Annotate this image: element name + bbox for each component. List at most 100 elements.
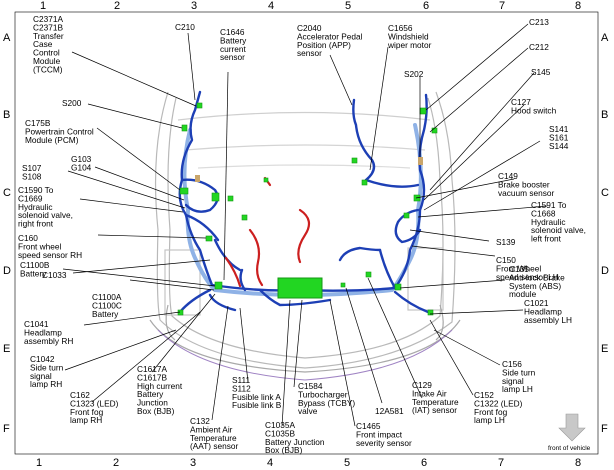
callout-line: Hood switch xyxy=(511,105,557,115)
callout-line: Turbocharger xyxy=(298,389,348,399)
callout-line: C132 xyxy=(190,416,210,426)
col-label-top: 1 xyxy=(40,0,46,12)
callout-line: 12A581 xyxy=(375,406,404,416)
callout-line: C1100B xyxy=(20,260,50,270)
callout-line: C175B xyxy=(25,118,51,128)
col-label-bottom: 2 xyxy=(113,457,119,469)
callout-line: C160 xyxy=(18,233,38,243)
callout-line: S161 xyxy=(549,132,569,142)
diagram-frame xyxy=(14,11,599,455)
callout-line: Junction xyxy=(137,398,168,408)
callout-line: signal xyxy=(30,371,52,381)
vehicle-body xyxy=(149,91,461,381)
col-label-top: 7 xyxy=(499,0,505,12)
callout-line: Front impact xyxy=(356,429,403,439)
callout-line: C1035A xyxy=(265,420,295,430)
callout-line: C127 xyxy=(511,97,531,107)
callout-line: C1100C xyxy=(92,300,122,310)
row-label-right: B xyxy=(601,109,608,121)
callout-line: Module (PCM) xyxy=(25,135,79,145)
callout-line: Fusible link B xyxy=(232,400,282,410)
callout-line: signal xyxy=(502,376,524,386)
callout-c212: C212 xyxy=(529,42,549,52)
callout-line: S145 xyxy=(531,67,551,77)
row-labels-left: A B C D E F xyxy=(3,32,11,435)
callout-line: Case xyxy=(33,39,53,49)
callout-line: C1668 xyxy=(531,208,556,218)
col-label-bottom: 6 xyxy=(421,457,427,469)
col-label-bottom: 8 xyxy=(575,457,581,469)
callout-labels: C2371AC2371BTransferCaseControlModule(TC… xyxy=(18,14,586,455)
callout-line: Hydraulic xyxy=(18,202,53,212)
callout-c210: C210 xyxy=(175,22,195,32)
callout-line: solenoid valve, xyxy=(18,210,73,220)
callout-line: C212 xyxy=(529,42,549,52)
callout-s202: S202 xyxy=(404,69,424,79)
col-label-bottom: 1 xyxy=(36,457,42,469)
callout-line: lamp LH xyxy=(502,384,533,394)
callout-line: vacuum sensor xyxy=(498,188,554,198)
callout-line: Ambient Air xyxy=(190,424,233,434)
callout-line: Transfer xyxy=(33,31,64,41)
callout-line: lamp RH xyxy=(70,415,102,425)
row-label-right: F xyxy=(601,423,608,435)
callout-line: (AAT) sensor xyxy=(190,441,238,451)
callout-line: C156 xyxy=(502,359,522,369)
callout-line: sensor xyxy=(297,48,322,58)
row-labels-right: A B C D E F xyxy=(601,32,609,435)
callout-line: Headlamp xyxy=(524,306,562,316)
callout-line: G104 xyxy=(71,162,92,172)
callout-line: Battery xyxy=(137,389,164,399)
callout-c2371: C2371AC2371BTransferCaseControlModule(TC… xyxy=(33,14,64,74)
callout-line: Front wheel xyxy=(18,241,62,251)
callout-line: (IAT) sensor xyxy=(412,405,457,415)
callout-line: C1646 xyxy=(220,27,245,37)
callout-line: S139 xyxy=(496,237,516,247)
callout-line: speed sensor LH xyxy=(496,272,559,282)
callout-line: Front fog xyxy=(70,407,104,417)
callout-line: left front xyxy=(531,234,562,244)
row-label-right: D xyxy=(601,265,609,277)
callout-line: C210 xyxy=(175,22,195,32)
col-label-bottom: 5 xyxy=(344,457,350,469)
callout-line: Fusible link A xyxy=(232,392,281,402)
callout-line: Bypass (TCBY) xyxy=(298,398,355,408)
callout-line: S144 xyxy=(549,141,569,151)
callout-line: Position (APP) xyxy=(297,40,351,50)
callout-line: C162 xyxy=(70,390,90,400)
callout-line: lamp RH xyxy=(30,379,62,389)
row-label-right: A xyxy=(601,32,609,44)
callout-line: S107 xyxy=(22,163,42,173)
callout-line: Control xyxy=(33,48,60,58)
column-labels-bottom: 1 2 3 4 5 6 7 8 xyxy=(36,457,581,469)
callout-line: Temperature xyxy=(412,397,459,407)
row-label-left: E xyxy=(3,343,10,355)
callout-line: Side turn xyxy=(502,367,536,377)
callout-line: sensor xyxy=(220,52,245,62)
callout-line: current xyxy=(220,44,247,54)
callout-line: Brake booster xyxy=(498,179,550,189)
callout-line: Front Wheel xyxy=(496,263,541,273)
callout-line: valve xyxy=(298,406,318,416)
connectors xyxy=(177,102,438,316)
callout-line: Box (BJB) xyxy=(265,445,303,455)
callout-line: C2040 xyxy=(297,23,322,33)
callout-line: C129 xyxy=(412,380,432,390)
row-label-right: E xyxy=(601,343,608,355)
col-label-bottom: 7 xyxy=(498,457,504,469)
leader-lines xyxy=(62,23,548,427)
brown-fittings xyxy=(195,157,423,182)
